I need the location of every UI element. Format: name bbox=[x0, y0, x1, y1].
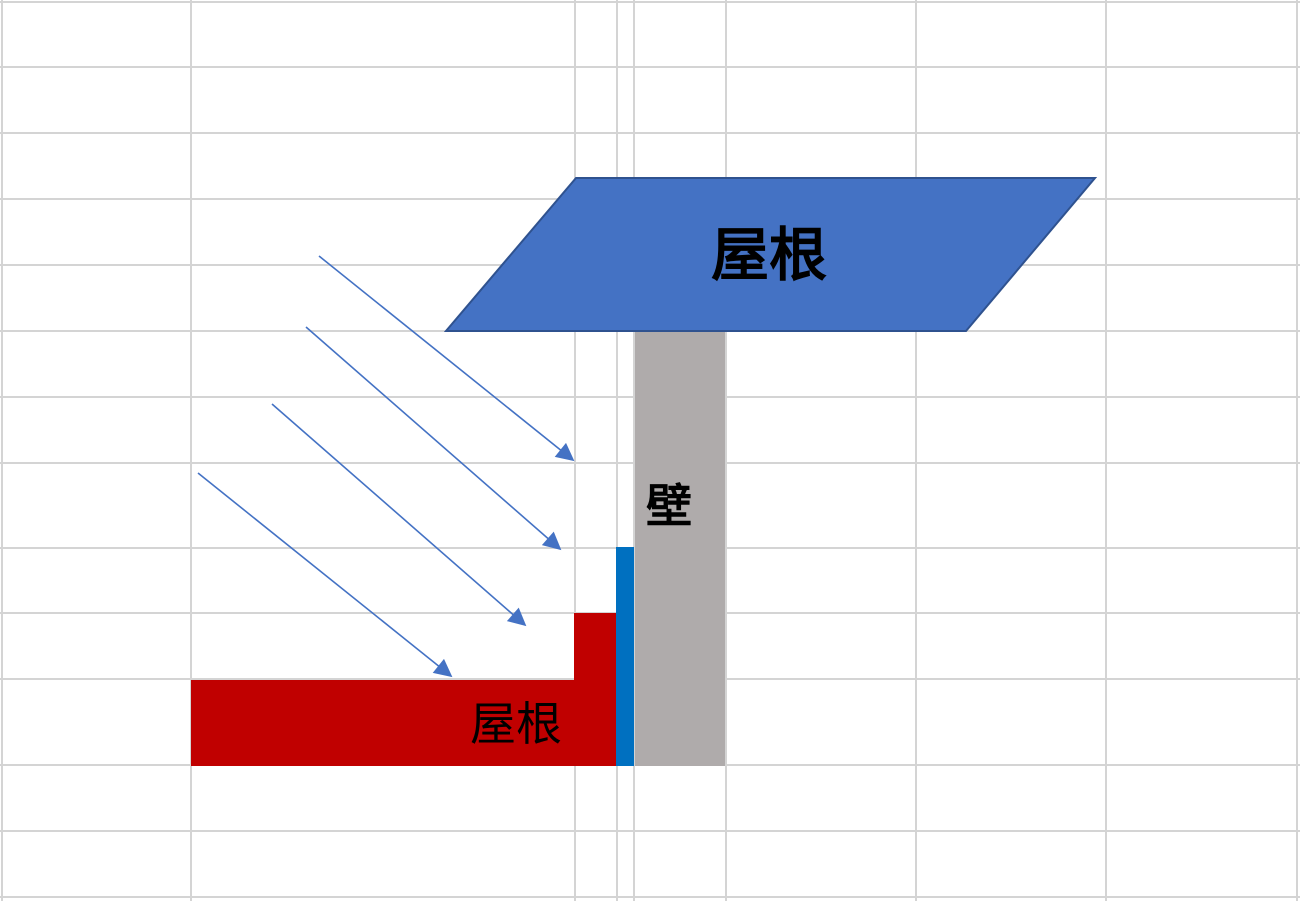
sun-rays bbox=[197, 255, 575, 678]
wall-label: 壁 bbox=[646, 479, 692, 533]
lower-roof-label: 屋根 bbox=[470, 697, 562, 751]
upper-roof-shape bbox=[443, 177, 1098, 332]
sun-ray-arrow-icon bbox=[271, 403, 527, 627]
upper-roof-label: 屋根 bbox=[711, 221, 827, 289]
sun-ray-arrow-icon bbox=[197, 472, 453, 678]
sun-ray-arrow-icon bbox=[318, 255, 575, 462]
wall-shape bbox=[635, 331, 725, 766]
sun-ray-arrow-icon bbox=[305, 326, 562, 551]
lower-roof-shape bbox=[191, 613, 616, 766]
flashing-strip bbox=[616, 547, 634, 766]
